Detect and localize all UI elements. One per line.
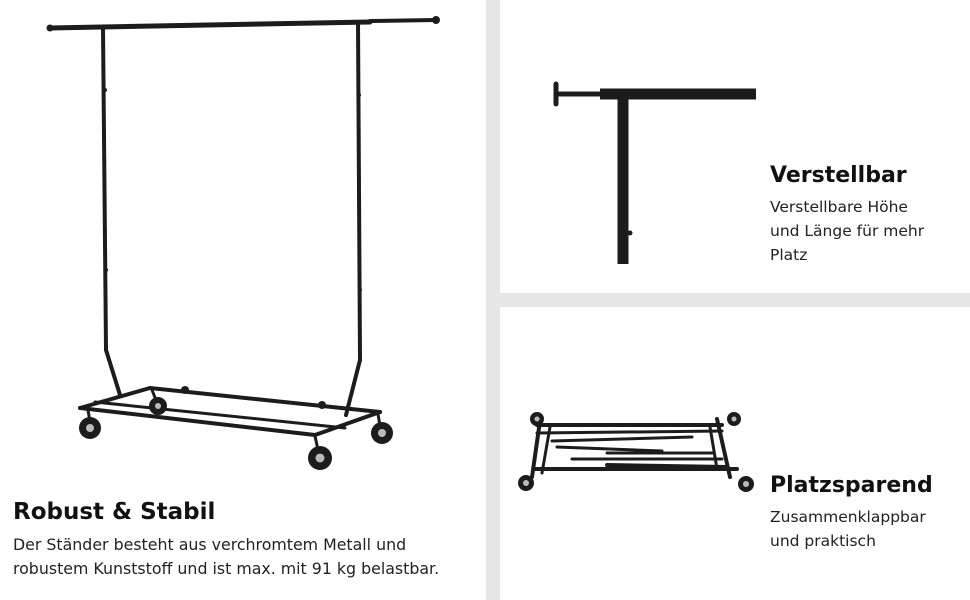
feature-description: Zusammenklappbar und praktisch [770, 505, 926, 553]
feature-title: Robust & Stabil [13, 499, 216, 525]
feature-description: Verstellbare Höhe und Länge für mehr Pla… [770, 195, 924, 267]
clothes-rack-image [46, 16, 440, 470]
feature-description-line: Zusammenklappbar [770, 508, 926, 526]
feature-description-line: Platz [770, 246, 808, 264]
feature-description-line: robustem Kunststoff und ist max. mit 91 … [13, 559, 440, 578]
adjustable-joint-image [553, 81, 756, 264]
feature-description-line: Verstellbare Höhe [770, 198, 908, 216]
feature-description-line: und praktisch [770, 532, 876, 550]
feature-panel-adjustable: Verstellbar Verstellbare Höhe und Länge … [500, 0, 970, 293]
feature-description: Der Ständer besteht aus verchromtem Meta… [13, 533, 439, 581]
feature-panel-space-saving: Platzsparend Zusammenklappbar und prakti… [500, 307, 970, 600]
feature-description-line: und Länge für mehr [770, 222, 925, 240]
feature-description-line: Der Ständer besteht aus verchromtem Meta… [13, 535, 407, 554]
folded-rack-image [518, 412, 754, 492]
feature-panel-robust: Robust & Stabil Der Ständer besteht aus … [0, 0, 486, 600]
feature-title: Verstellbar [770, 163, 907, 188]
feature-title: Platzsparend [770, 473, 933, 498]
